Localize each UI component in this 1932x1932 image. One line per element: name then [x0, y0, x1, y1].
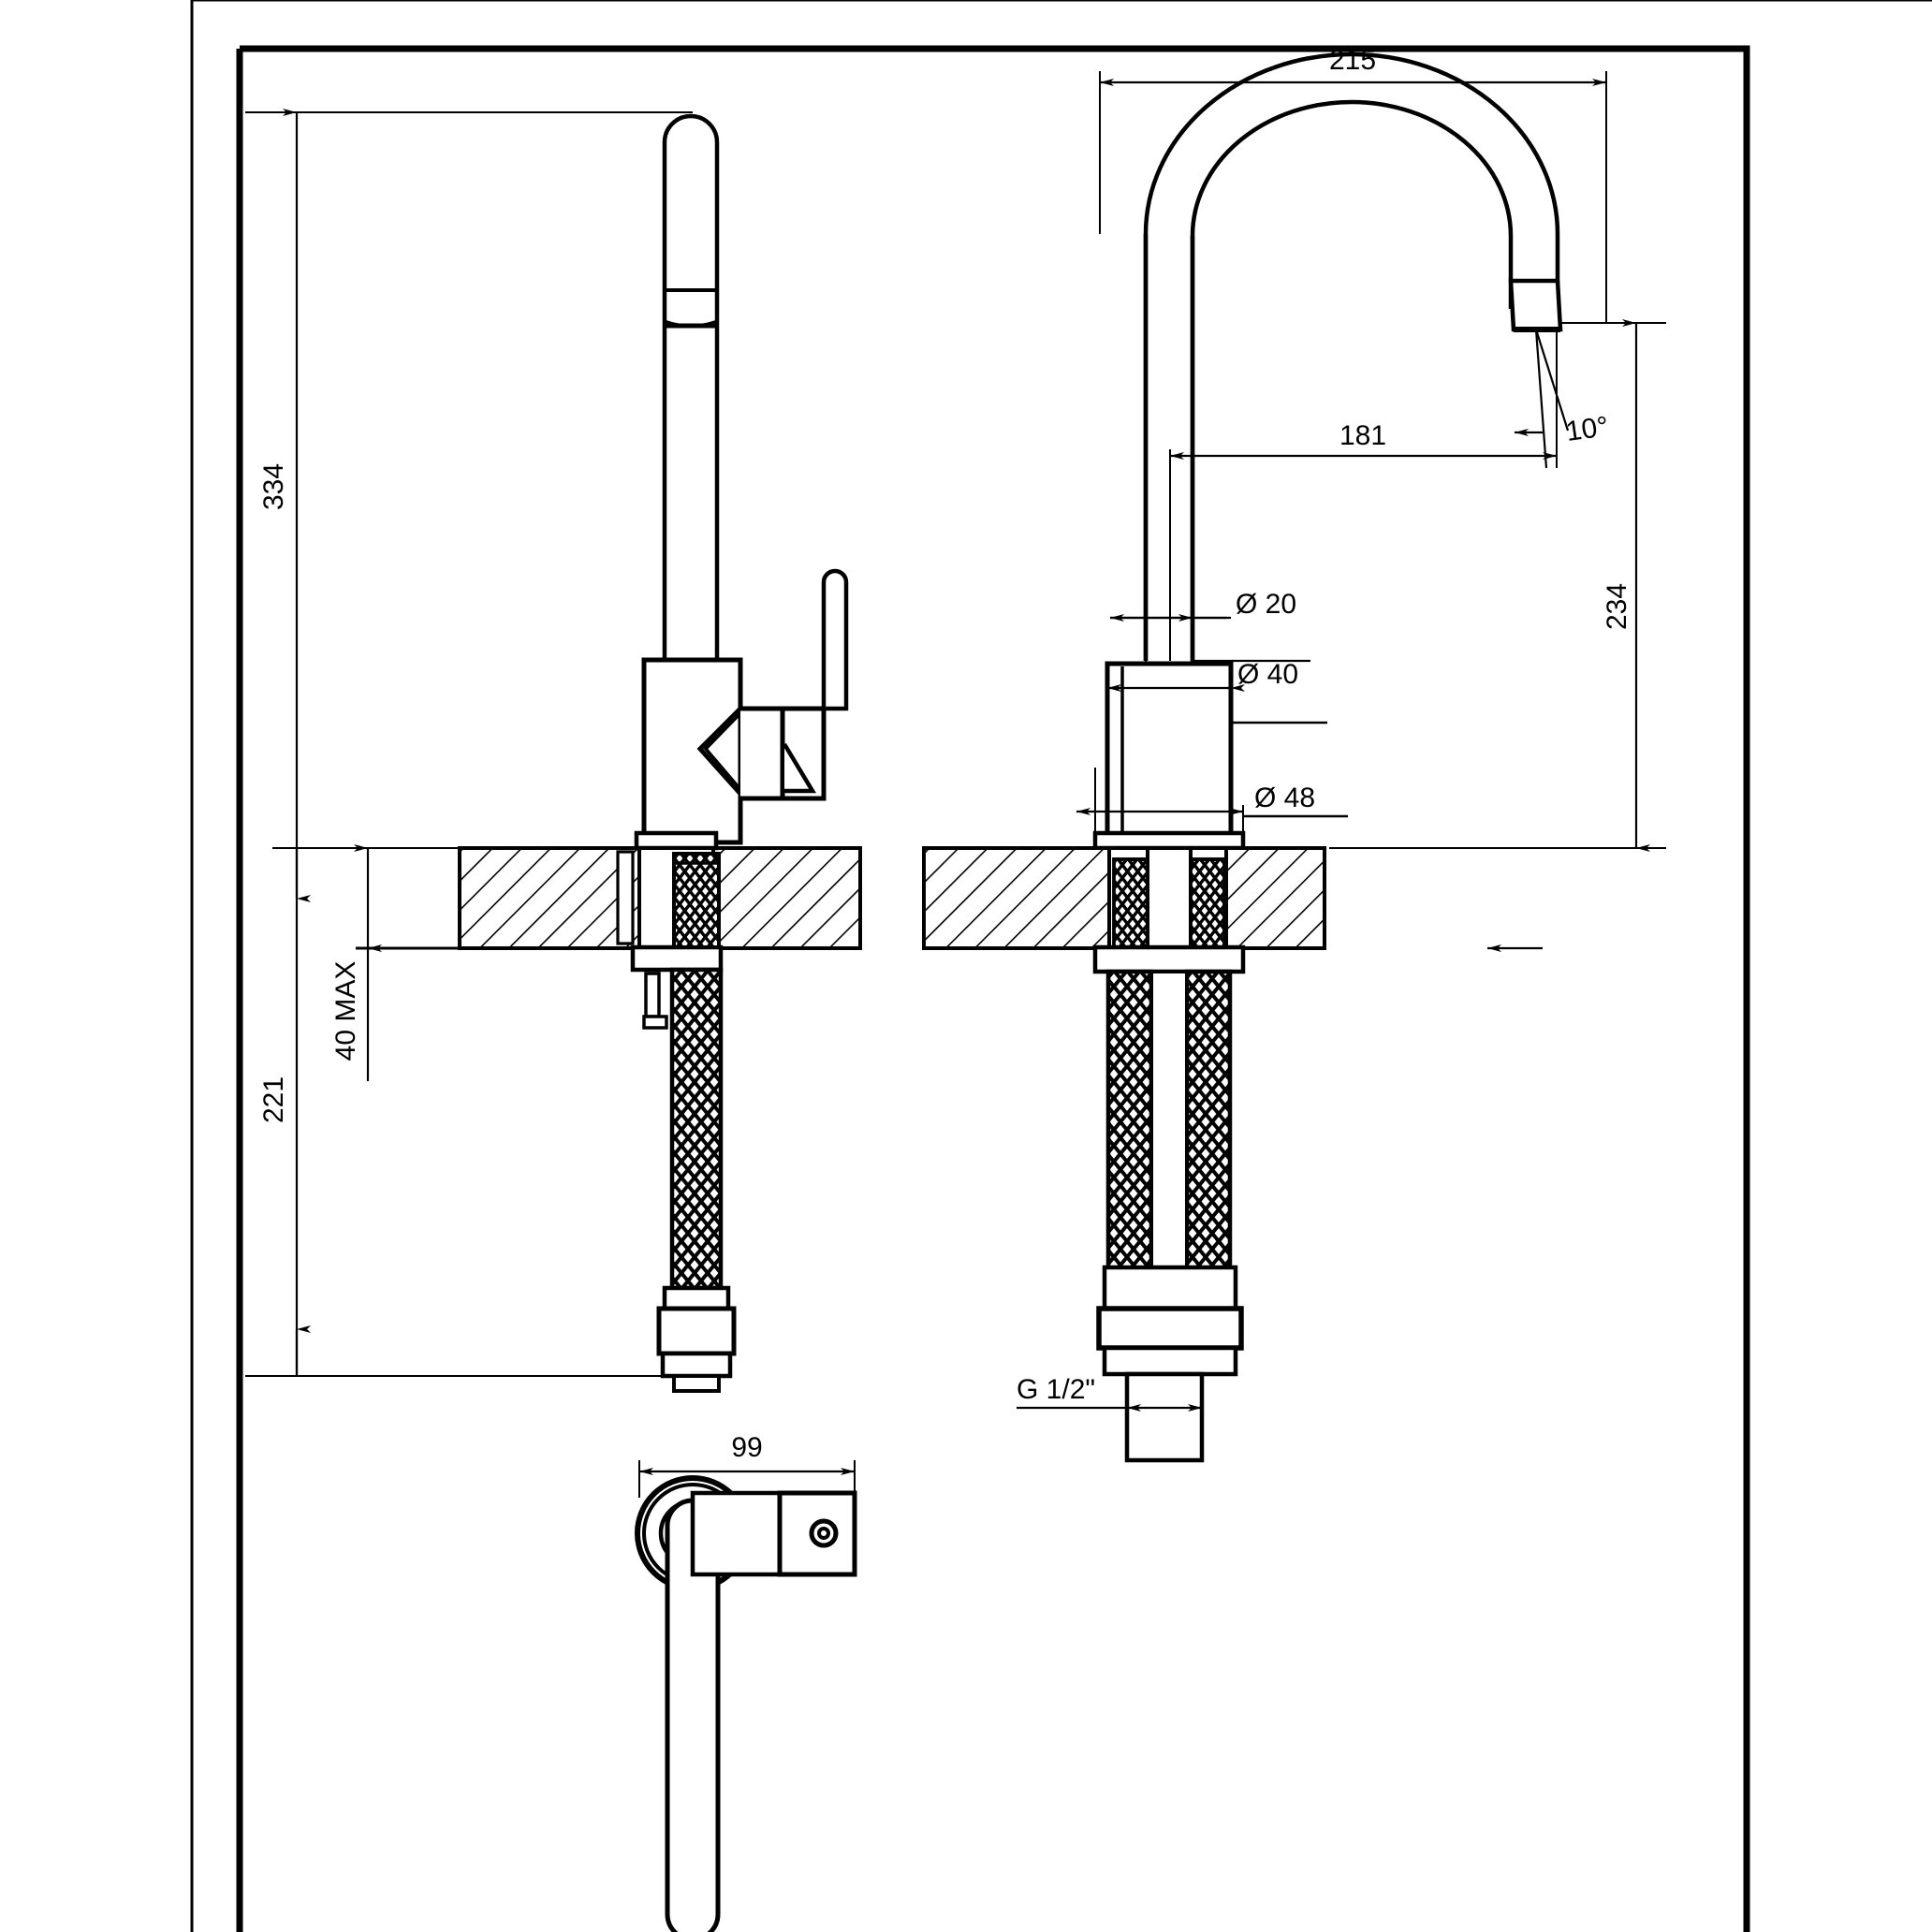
front-lever-arm	[821, 568, 849, 711]
front-inner-sleeve	[616, 850, 635, 945]
front-lower-nut	[630, 944, 724, 973]
dim-334-label: 334	[258, 463, 289, 510]
dim-dia20-label: Ø 20	[1236, 589, 1296, 620]
side-thread-nipple	[1124, 1371, 1205, 1463]
dim-221-label: 221	[258, 1076, 289, 1123]
front-hose-fitting-body	[656, 1306, 737, 1356]
inner-frame-border	[240, 45, 1750, 1932]
front-top-flange	[634, 830, 719, 851]
front-body-v-notch-outer	[696, 707, 742, 796]
dim-181-label: 181	[1339, 420, 1386, 451]
dim-dia40-label: Ø 40	[1237, 659, 1298, 690]
dim-dia48-label: Ø 48	[1254, 783, 1315, 813]
plan-set-screw-inner	[817, 1527, 830, 1540]
frame-group	[190, 0, 1932, 1932]
front-hose-braid	[672, 970, 721, 1288]
dim-99-label: 99	[731, 1432, 762, 1463]
side-center-tube	[1149, 970, 1189, 1292]
front-hose-braid-indeck	[674, 854, 719, 947]
front-body-v-notch-inner	[703, 713, 740, 789]
side-hose-a-braid	[1108, 972, 1151, 1290]
plan-lever-arm	[665, 1498, 721, 1932]
side-spout-outer-wall	[1143, 51, 1560, 661]
faucet-top-plan	[635, 1475, 857, 1932]
side-base-flange	[1092, 830, 1246, 851]
front-body-block	[641, 657, 743, 845]
dimension-group	[245, 71, 1666, 1498]
side-aerator-housing	[1508, 278, 1563, 332]
dim-thread-label: G 1/2"	[1017, 1374, 1095, 1405]
angle-leader-line	[1534, 329, 1570, 432]
front-hose-fitting-top	[662, 1285, 731, 1311]
front-pin-tab	[644, 972, 661, 1018]
side-fitting-upper	[1102, 1265, 1238, 1311]
front-spout-tube	[662, 113, 720, 664]
side-body-cylinder	[1105, 661, 1234, 845]
side-lower-nut	[1092, 944, 1246, 974]
side-hose-b-braid	[1187, 972, 1230, 1290]
side-fitting-nut	[1102, 1345, 1238, 1377]
front-hose-collar-top	[676, 852, 717, 865]
dimension-text-group: 334 221 40 MAX 99 215 181 234 10° Ø 20 Ø…	[258, 45, 1632, 1463]
dim-40max-label: 40 MAX	[330, 961, 361, 1061]
front-handle-hub-chamfer	[783, 742, 816, 794]
front-hose-fitting-tail	[672, 1374, 721, 1393]
faucet-side-elevation	[922, 51, 1563, 1463]
angle-ref-line	[1534, 329, 1548, 469]
side-hose-a-indeck	[1114, 859, 1148, 947]
front-pin-foot	[642, 1015, 668, 1030]
side-fitting-body	[1096, 1306, 1244, 1351]
dim-angle-label: 10°	[1564, 411, 1611, 447]
dim-234-label: 234	[1602, 583, 1632, 630]
faucet-front-elevation	[458, 113, 862, 1393]
side-spout-inner-wall	[1190, 99, 1514, 661]
dim-215-label: 215	[1329, 45, 1376, 76]
front-hose-fitting-nut	[660, 1351, 733, 1379]
side-hose-b-indeck	[1191, 859, 1224, 947]
